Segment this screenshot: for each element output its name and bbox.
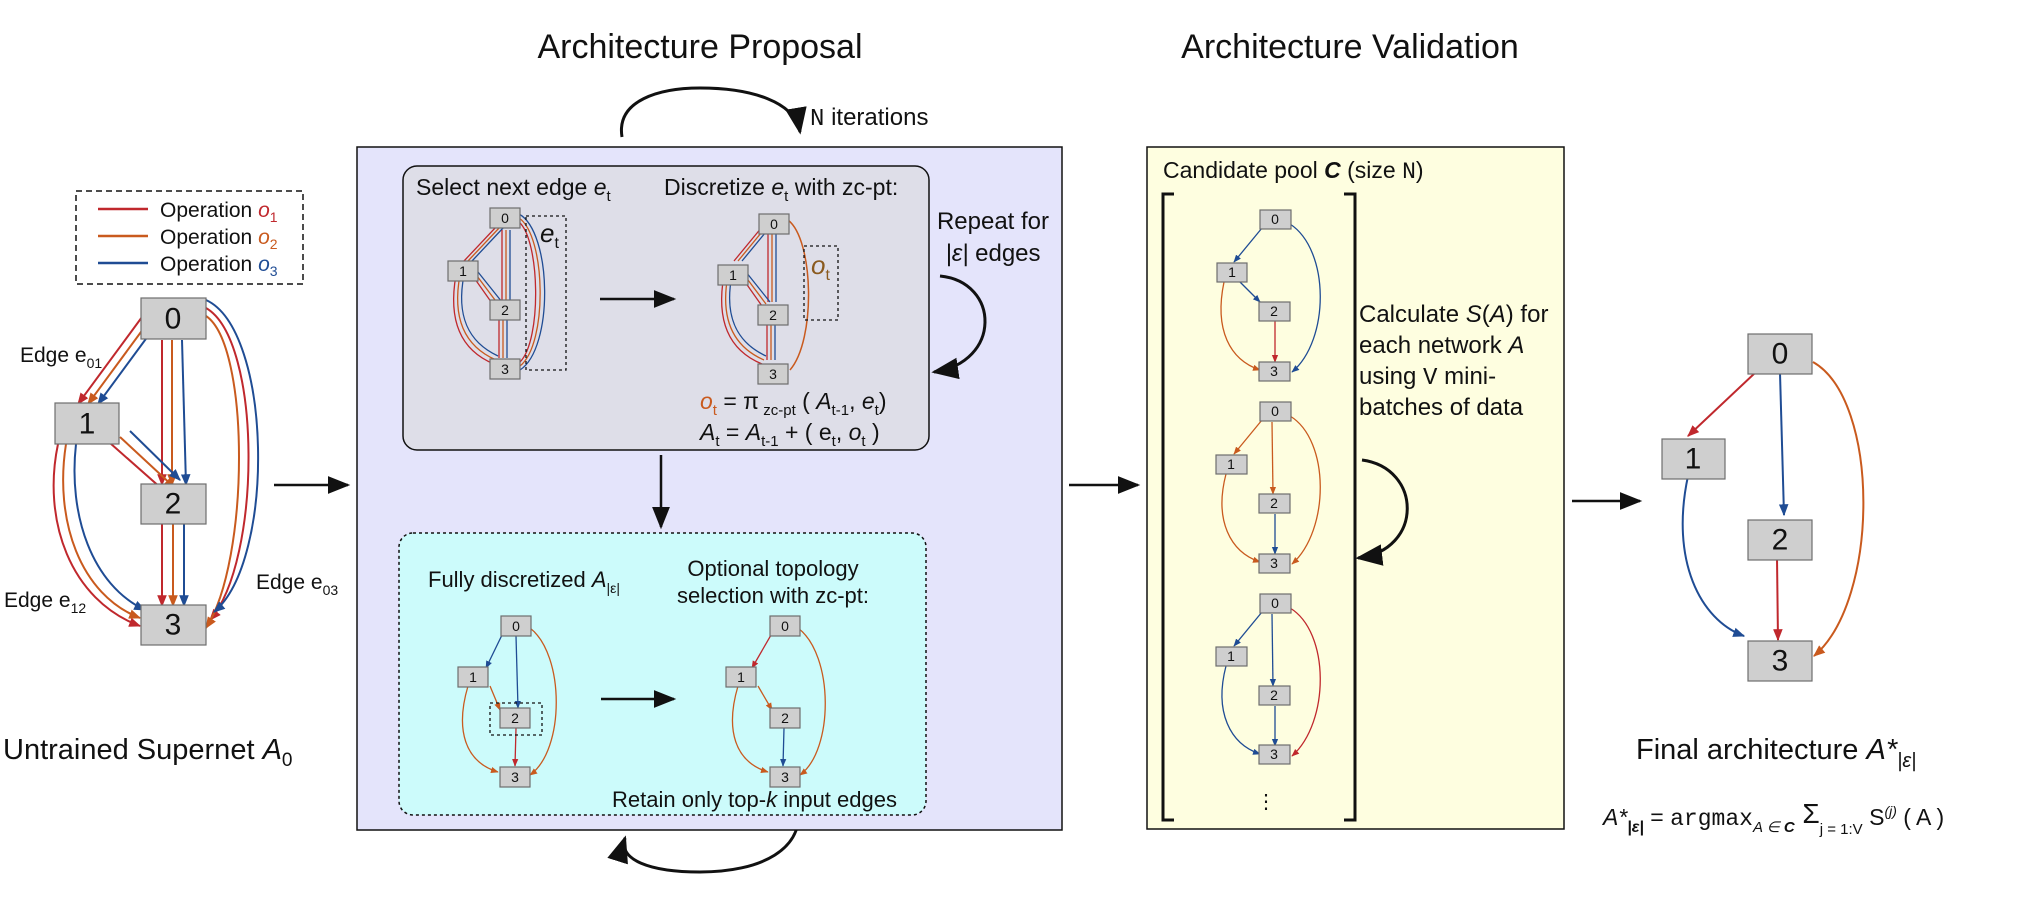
candidate-pool-label: Candidate pool C (size N) bbox=[1163, 157, 1424, 185]
svg-text:0: 0 bbox=[512, 618, 520, 634]
svg-text:0: 0 bbox=[1271, 595, 1279, 611]
mini-graph-select: 0 1 2 3 bbox=[447, 207, 567, 380]
supernet-node-1: 1 bbox=[54, 402, 120, 445]
svg-text:2: 2 bbox=[769, 307, 777, 323]
svg-text:2: 2 bbox=[501, 302, 509, 318]
calc-line-1: Calculate S(A) for bbox=[1359, 301, 1548, 328]
iteration-loop-arrow bbox=[620, 86, 807, 138]
svg-text:2: 2 bbox=[1270, 303, 1278, 319]
discretize-edge-text: Discretize et with zc-pt: bbox=[664, 174, 898, 205]
validation-title: Architecture Validation bbox=[1181, 28, 1519, 66]
mini-graph-fully-discretized: 0 1 2 3 bbox=[457, 615, 557, 788]
final-node-2: 2 bbox=[1747, 519, 1813, 561]
svg-text:2: 2 bbox=[1772, 524, 1789, 557]
svg-text:2: 2 bbox=[781, 710, 789, 726]
proposal-title: Architecture Proposal bbox=[537, 28, 862, 66]
legend-label-op3: Operation o3 bbox=[160, 253, 278, 279]
repeat-label-line2: |ε| edges bbox=[945, 240, 1040, 267]
svg-text:0: 0 bbox=[770, 216, 778, 232]
final-caption: Final architecture A*|ε| bbox=[1636, 734, 1916, 772]
svg-text:2: 2 bbox=[1270, 495, 1278, 511]
legend-box bbox=[75, 190, 304, 285]
pool-ellipsis: ⋮ bbox=[1256, 791, 1276, 813]
svg-text:3: 3 bbox=[165, 609, 182, 642]
svg-text:3: 3 bbox=[1270, 363, 1278, 379]
svg-text:3: 3 bbox=[1772, 645, 1789, 678]
svg-text:2: 2 bbox=[165, 488, 182, 521]
supernet-caption: Untrained Supernet A0 bbox=[3, 734, 292, 771]
svg-text:0: 0 bbox=[1271, 211, 1279, 227]
edge-tag: et bbox=[540, 218, 559, 252]
final-node-0: 0 bbox=[1747, 333, 1813, 375]
svg-text:1: 1 bbox=[737, 669, 745, 685]
candidate-network-3: 0 1 2 3 bbox=[1215, 593, 1321, 765]
supernet-node-3: 3 bbox=[140, 604, 207, 646]
candidate-network-1: 0 1 2 3 bbox=[1216, 209, 1321, 382]
supernet-node-0: 0 bbox=[140, 297, 207, 340]
candidate-network-2: 0 1 2 3 bbox=[1215, 401, 1321, 574]
optional-topology-line2: selection with zc-pt: bbox=[677, 583, 869, 608]
retain-top-k-label: Retain only top-k input edges bbox=[612, 787, 897, 812]
svg-text:3: 3 bbox=[511, 769, 519, 785]
supernet-graph: 0 1 2 3 Edge e01 Edge e12 Edge e03 bbox=[4, 297, 338, 646]
svg-text:0: 0 bbox=[781, 618, 789, 634]
final-node-1: 1 bbox=[1661, 438, 1726, 480]
legend-label-op2: Operation o2 bbox=[160, 226, 278, 252]
final-architecture-graph: 0 1 2 3 bbox=[1661, 333, 1865, 682]
repeat-label-line1: Repeat for bbox=[937, 208, 1049, 235]
svg-text:3: 3 bbox=[769, 366, 777, 382]
validation-loop-arrow bbox=[1355, 458, 1409, 566]
edge-label-03: Edge e03 bbox=[256, 571, 338, 598]
mini-graph-top-k: 0 1 2 3 bbox=[725, 615, 826, 788]
svg-text:1: 1 bbox=[1685, 443, 1702, 476]
repeat-loop-arrow bbox=[931, 274, 987, 380]
iterations-label: N iterations bbox=[810, 104, 928, 133]
bottom-loop-arrow bbox=[607, 803, 801, 874]
calc-line-3: using V mini- bbox=[1359, 363, 1496, 392]
svg-text:1: 1 bbox=[1227, 456, 1235, 472]
svg-text:3: 3 bbox=[781, 769, 789, 785]
mini-graph-discretized: 0 1 2 3 bbox=[717, 213, 839, 385]
calc-line-2: each network A bbox=[1359, 332, 1524, 359]
svg-text:1: 1 bbox=[459, 263, 467, 279]
svg-text:3: 3 bbox=[1270, 746, 1278, 762]
svg-text:0: 0 bbox=[1271, 403, 1279, 419]
calc-line-4: batches of data bbox=[1359, 394, 1524, 421]
fully-discretized-label: Fully discretized A|ε| bbox=[428, 567, 620, 596]
optional-topology-line1: Optional topology bbox=[687, 556, 858, 581]
svg-text:1: 1 bbox=[79, 408, 96, 441]
svg-text:1: 1 bbox=[729, 267, 737, 283]
topology-selection-box bbox=[398, 532, 927, 816]
legend-label-op1: Operation o1 bbox=[160, 199, 278, 225]
op-tag: ot bbox=[811, 250, 830, 284]
equation-arch: At = At-1 + ( et, ot ) bbox=[698, 419, 880, 450]
svg-text:2: 2 bbox=[1270, 687, 1278, 703]
svg-text:3: 3 bbox=[1270, 555, 1278, 571]
svg-text:0: 0 bbox=[165, 303, 182, 336]
pool-right-bracket bbox=[1344, 192, 1357, 822]
edge-label-12: Edge e12 bbox=[4, 589, 86, 616]
svg-text:1: 1 bbox=[469, 669, 477, 685]
edge-label-01: Edge e01 bbox=[20, 344, 102, 371]
svg-text:3: 3 bbox=[501, 361, 509, 377]
edge-discretization-box bbox=[402, 165, 930, 451]
svg-text:1: 1 bbox=[1227, 648, 1235, 664]
final-formula: A*|ε| = argmaxA ∈ C Σj = 1:V S(j) ( A ) bbox=[1601, 798, 1944, 838]
svg-text:1: 1 bbox=[1228, 264, 1236, 280]
pool-left-bracket bbox=[1161, 192, 1174, 822]
legend: Operation o1 Operation o2 Operation o3 bbox=[75, 190, 304, 285]
equation-op: ot = π zc-pt ( At-1, et) bbox=[700, 388, 886, 419]
supernet-node-2: 2 bbox=[140, 483, 207, 525]
select-edge-text: Select next edge et bbox=[416, 174, 612, 205]
svg-text:0: 0 bbox=[501, 210, 509, 226]
final-node-3: 3 bbox=[1747, 640, 1813, 682]
svg-text:0: 0 bbox=[1772, 338, 1789, 371]
svg-text:2: 2 bbox=[511, 710, 519, 726]
